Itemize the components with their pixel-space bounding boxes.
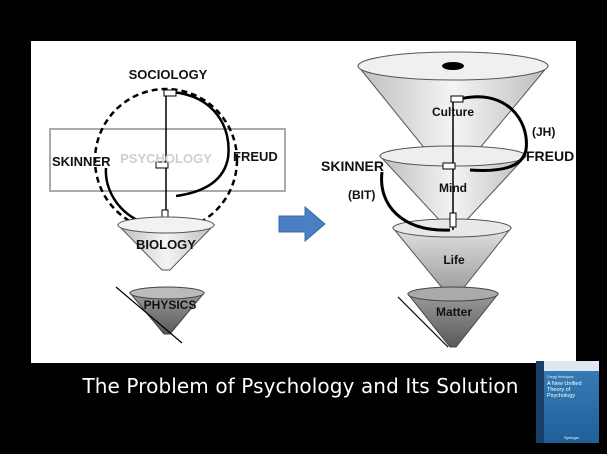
culture-center-dot bbox=[442, 62, 464, 70]
skinner-label-left: SKINNER bbox=[52, 154, 111, 169]
ground-line-right bbox=[397, 296, 449, 348]
book-title: A New Unified Theory of Psychology bbox=[547, 381, 582, 399]
culture-label: Culture bbox=[432, 105, 474, 119]
freud-arc-right bbox=[455, 95, 528, 172]
book-top-band bbox=[544, 361, 599, 371]
left-diagram: SOCIOLOGY SKINNER FREUD PSYCHOLOGY BIOLO… bbox=[49, 67, 286, 344]
freud-label-left: FREUD bbox=[233, 149, 278, 164]
slide-caption: The Problem of Psychology and Its Soluti… bbox=[0, 374, 607, 398]
skinner-arc-right bbox=[380, 171, 451, 232]
mind-label: Mind bbox=[439, 181, 467, 195]
book-author: Gregg Henriques bbox=[547, 375, 574, 379]
transition-arrow bbox=[278, 205, 326, 243]
right-diagram: Culture Mind Life Matter SKINNER (BIT) (… bbox=[321, 51, 574, 348]
ground-line bbox=[115, 286, 183, 344]
freud-arc bbox=[171, 90, 230, 198]
biology-label: BIOLOGY bbox=[136, 237, 196, 252]
axis-arrow-bottom-right bbox=[449, 212, 457, 228]
physics-label: PHYSICS bbox=[144, 298, 197, 312]
bit-label: (BIT) bbox=[348, 188, 375, 202]
book-cover: Gregg Henriques A New Unified Theory of … bbox=[536, 361, 599, 443]
caption-text: The Problem of Psychology and Its Soluti… bbox=[82, 374, 519, 398]
axis-arrow-top-right bbox=[450, 95, 464, 103]
book-spine bbox=[536, 361, 544, 443]
biology-cone-top bbox=[117, 216, 215, 234]
skinner-label-right: SKINNER bbox=[321, 158, 384, 174]
axis-arrow-mid-right bbox=[442, 162, 456, 170]
psychology-box bbox=[49, 128, 286, 192]
freud-label-right: FREUD bbox=[526, 148, 574, 164]
matter-label: Matter bbox=[436, 305, 472, 319]
life-label: Life bbox=[443, 253, 465, 267]
axis-arrow-mid bbox=[155, 161, 169, 169]
matter-cone-top bbox=[407, 286, 499, 302]
jh-label: (JH) bbox=[532, 125, 555, 139]
psychology-label: PSYCHOLOGY bbox=[120, 151, 212, 166]
physics-cone-top bbox=[129, 286, 205, 300]
book-publisher: Springer bbox=[564, 435, 580, 440]
sociology-label: SOCIOLOGY bbox=[129, 67, 208, 82]
axis-arrow-top bbox=[163, 89, 177, 97]
